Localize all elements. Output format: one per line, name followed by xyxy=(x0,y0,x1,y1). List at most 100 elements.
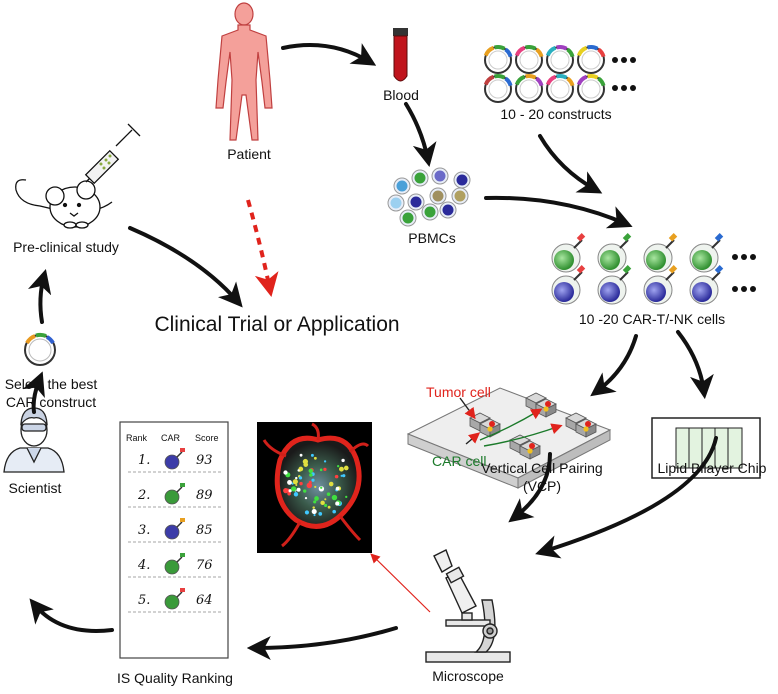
fluorescence-speck xyxy=(303,489,307,493)
fluorescence-speck xyxy=(287,491,291,496)
car-nk-cell xyxy=(689,265,724,305)
scientist-label: Scientist xyxy=(8,480,62,496)
patient-label: Patient xyxy=(227,146,271,162)
fluorescence-speck xyxy=(345,495,348,499)
plasmid-segment xyxy=(545,45,557,57)
fluorescence-speck xyxy=(291,486,297,492)
fluorescence-speck xyxy=(339,466,344,472)
vcp-label-line1: Vertical Cell Pairing xyxy=(481,460,603,476)
fluorescence-speck xyxy=(323,460,327,463)
constructs-label: 10 - 20 constructs xyxy=(500,106,612,122)
dashed-arrow xyxy=(246,199,279,298)
scientist-icon xyxy=(3,407,65,473)
plasmid-segment xyxy=(597,76,606,87)
plasmid xyxy=(483,74,513,103)
pbmc-cell xyxy=(421,203,439,221)
plasmid-segment xyxy=(483,74,495,86)
fluorescence-speck xyxy=(318,512,323,516)
fluorescence-speck xyxy=(304,497,308,500)
plasmid-segment xyxy=(576,74,588,86)
car-t-cell xyxy=(643,233,678,273)
fluorescence-speck xyxy=(341,458,345,463)
ranking-row-mark xyxy=(128,483,222,508)
score-value: 64 xyxy=(196,593,213,608)
plasmid xyxy=(514,45,544,74)
vcp-chip-icon xyxy=(406,387,612,489)
rank-value: 5. xyxy=(138,593,151,608)
pbmc-cell xyxy=(411,169,429,187)
fluorescence-speck xyxy=(310,453,314,457)
plasmid-segment xyxy=(525,45,537,51)
car-t-cell xyxy=(689,233,724,273)
fluorescence-speck xyxy=(335,501,340,506)
vcp-trap xyxy=(565,412,597,438)
fluorescence-speck xyxy=(311,508,317,515)
plasmid-segment xyxy=(566,76,575,87)
fluorescence-speck xyxy=(311,478,315,482)
fluorescence-speck xyxy=(303,462,309,467)
plasmid-segment xyxy=(504,47,513,58)
plasmid xyxy=(514,74,544,103)
plasmid xyxy=(545,45,575,74)
plasmid xyxy=(576,74,606,103)
fluorescence-speck xyxy=(324,498,327,501)
fluorescence-image xyxy=(257,422,372,553)
fluorescence-speck xyxy=(312,506,315,509)
car-t-cell xyxy=(597,233,632,273)
lipid-chip-label: Lipid Bilayer Chip xyxy=(657,460,767,476)
score-value: 89 xyxy=(196,488,213,503)
flow-arrows xyxy=(22,43,718,660)
microscope-icon xyxy=(425,549,511,663)
plasmid-segment xyxy=(483,45,495,57)
fluorescence-speck xyxy=(309,473,313,477)
fluorescence-speck xyxy=(308,468,313,474)
fluorescence-speck xyxy=(293,492,299,497)
fluorescence-speck xyxy=(288,489,292,493)
rank-value: 1. xyxy=(138,453,151,468)
fluorescence-speck xyxy=(297,469,300,472)
fluorescence-speck xyxy=(313,500,317,504)
car-t-cell xyxy=(551,233,586,273)
car-header: CAR xyxy=(161,433,181,443)
score-header: Score xyxy=(195,433,219,443)
plasmid-segment xyxy=(587,45,599,51)
fluorescence-speck xyxy=(298,476,303,480)
car-cell-label: CAR cell xyxy=(432,453,487,469)
rank-header: Rank xyxy=(126,433,148,443)
plasmid-segment xyxy=(514,45,526,57)
plasmid-segment xyxy=(556,45,568,51)
selected-plasmid-icon xyxy=(24,332,56,366)
blood-tube-icon xyxy=(393,28,408,82)
select-construct-label-line1: Select the best xyxy=(4,376,98,392)
fluorescence-speck xyxy=(283,470,288,475)
plasmid xyxy=(545,74,575,103)
ranking-row-mark xyxy=(128,448,222,473)
fluorescence-speck xyxy=(340,474,343,477)
fluorescence-speck xyxy=(323,467,327,472)
ranking-row-mark xyxy=(128,588,222,613)
fluorescence-speck xyxy=(306,482,313,489)
plasmid xyxy=(483,45,513,74)
vcp-label-line2: (VCP) xyxy=(522,478,562,494)
fluorescence-speck xyxy=(292,479,298,485)
fluorescence-speck xyxy=(334,474,339,479)
car-nk-cell xyxy=(551,265,586,305)
plasmid-segment xyxy=(566,47,575,58)
tumor-cell-label: Tumor cell xyxy=(426,384,491,400)
fluorescence-speck xyxy=(296,487,301,492)
plasmid-segment xyxy=(525,74,537,80)
rank-value: 2. xyxy=(138,488,151,503)
fluorescence-speck xyxy=(327,505,331,509)
plasmid-segment xyxy=(494,45,506,51)
car-nk-cell xyxy=(643,265,678,305)
syringe-icon xyxy=(84,123,141,185)
clinical-trial-label: Clinical Trial or Application xyxy=(154,313,400,336)
plasmid-segment xyxy=(535,76,544,87)
fluorescence-speck xyxy=(313,456,317,460)
select-construct-label-line2: CAR construct xyxy=(5,394,97,410)
plasmid-segment xyxy=(514,74,526,86)
plasmid-segment xyxy=(494,74,506,80)
car-cells-ellipsis xyxy=(732,254,756,292)
pbmc-cell xyxy=(431,167,449,185)
fluorescence-speck xyxy=(313,514,316,517)
